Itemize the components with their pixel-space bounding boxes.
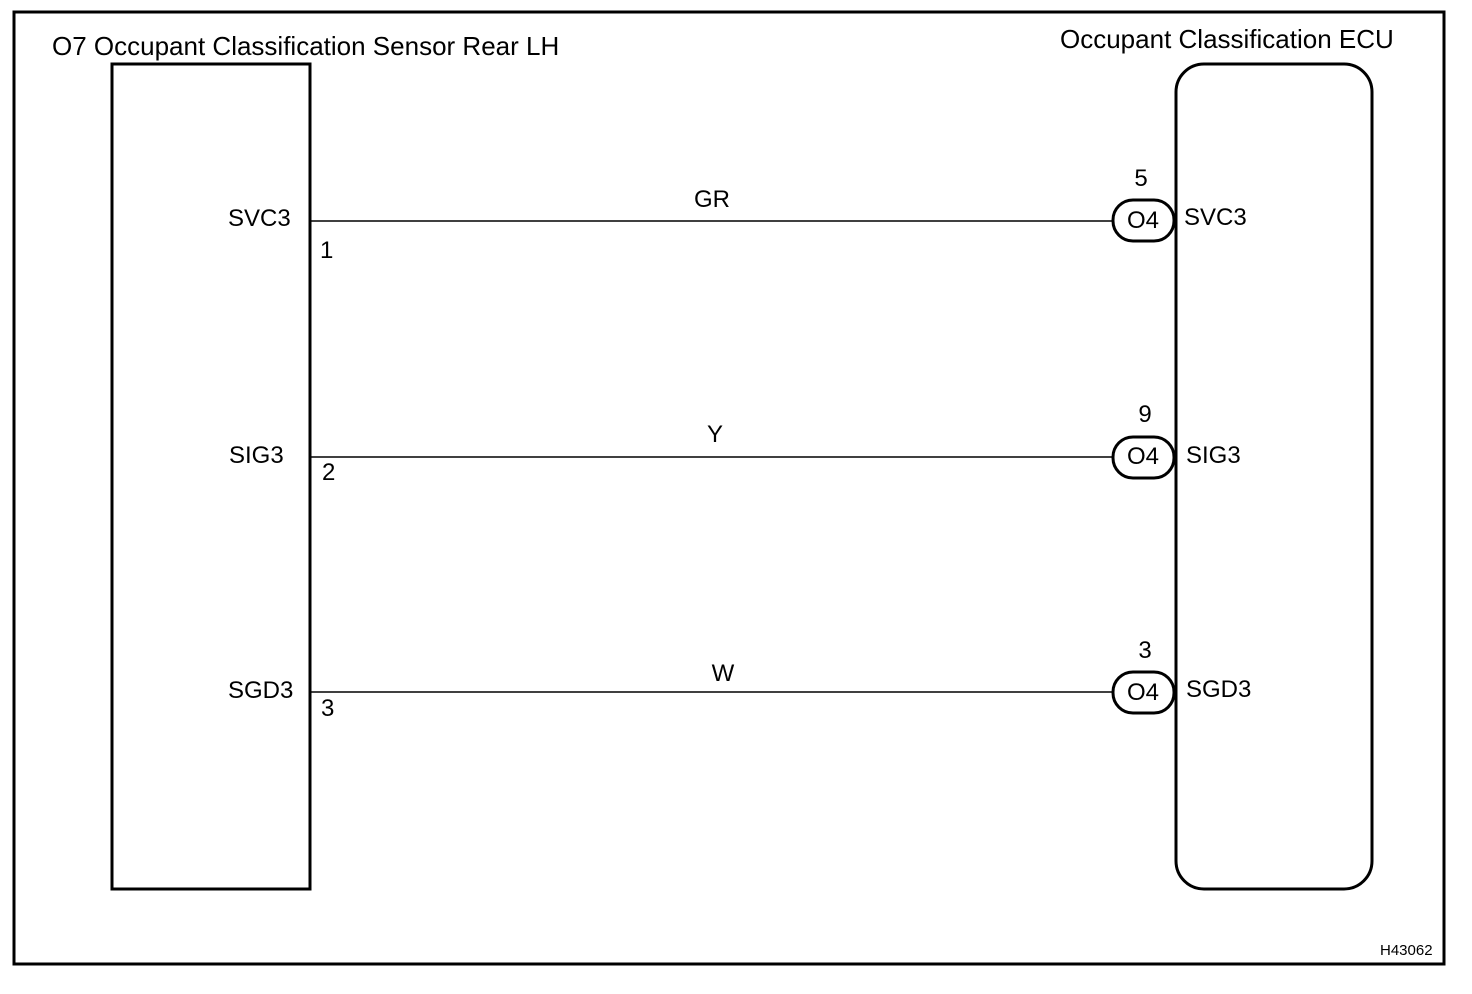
wire-circuit-2: SIG3 2 Y O4 9 SIG3: [229, 401, 1241, 486]
connector-badge: [1111, 670, 1176, 715]
connector-code: O4: [1127, 207, 1159, 234]
sensor-block: [110, 62, 312, 891]
connector-code: O4: [1127, 443, 1159, 470]
figure-code: H43062: [1380, 942, 1433, 959]
connector-code: O4: [1127, 679, 1159, 706]
connector-badge: [1111, 198, 1176, 243]
wire-color-label: GR: [694, 186, 730, 213]
wire-circuit-3: SGD3 3 W O4 3 SGD3: [228, 637, 1251, 722]
ecu-block: [1174, 62, 1374, 891]
ecu-pin-number: 3: [1138, 637, 1151, 664]
sensor-pin-name: SGD3: [228, 677, 293, 704]
ecu-title: Occupant Classification ECU: [1060, 24, 1394, 54]
ecu-pin-number: 9: [1138, 401, 1151, 428]
ecu-pin-name: SIG3: [1186, 442, 1241, 469]
diagram-frame: [12, 10, 1446, 966]
ecu-pin-number: 5: [1134, 165, 1147, 192]
sensor-pin-name: SIG3: [229, 442, 284, 469]
wire-color-label: Y: [707, 421, 723, 448]
sensor-pin-number: 1: [320, 237, 333, 264]
connector-badge: [1111, 435, 1176, 480]
ecu-pin-name: SGD3: [1186, 676, 1251, 703]
sensor-pin-name: SVC3: [228, 205, 291, 232]
wire-circuit-1: SVC3 1 GR O4 5 SVC3: [228, 165, 1247, 264]
ecu-pin-name: SVC3: [1184, 204, 1247, 231]
wire-color-label: W: [712, 660, 735, 687]
sensor-pin-number: 2: [322, 459, 335, 486]
sensor-title: O7 Occupant Classification Sensor Rear L…: [52, 31, 559, 61]
sensor-pin-number: 3: [321, 695, 334, 722]
